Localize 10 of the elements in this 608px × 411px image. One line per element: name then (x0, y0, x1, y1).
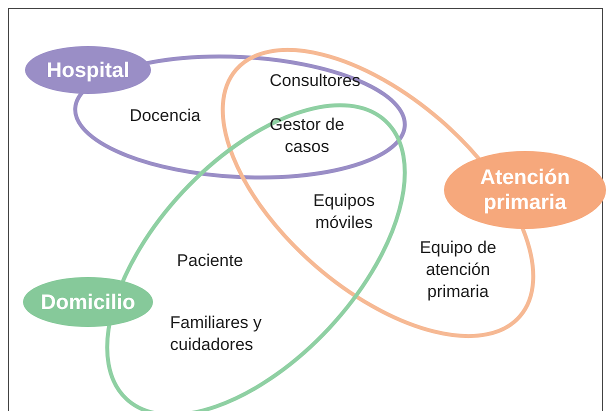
group-label: Familiares y cuidadores (170, 312, 263, 356)
group-label: Equipos móviles (312, 190, 376, 234)
set-name-ellipse: Atención primaria (444, 151, 606, 229)
group-label: Paciente (176, 250, 244, 272)
group-label: Docencia (128, 105, 202, 127)
set-name-ellipse: Hospital (25, 46, 151, 94)
group-label: Gestor de casos (268, 114, 346, 158)
group-label: Equipo de atención primaria (418, 237, 498, 303)
set-name-ellipse: Domicilio (23, 277, 153, 327)
group-label: Consultores (268, 70, 362, 92)
